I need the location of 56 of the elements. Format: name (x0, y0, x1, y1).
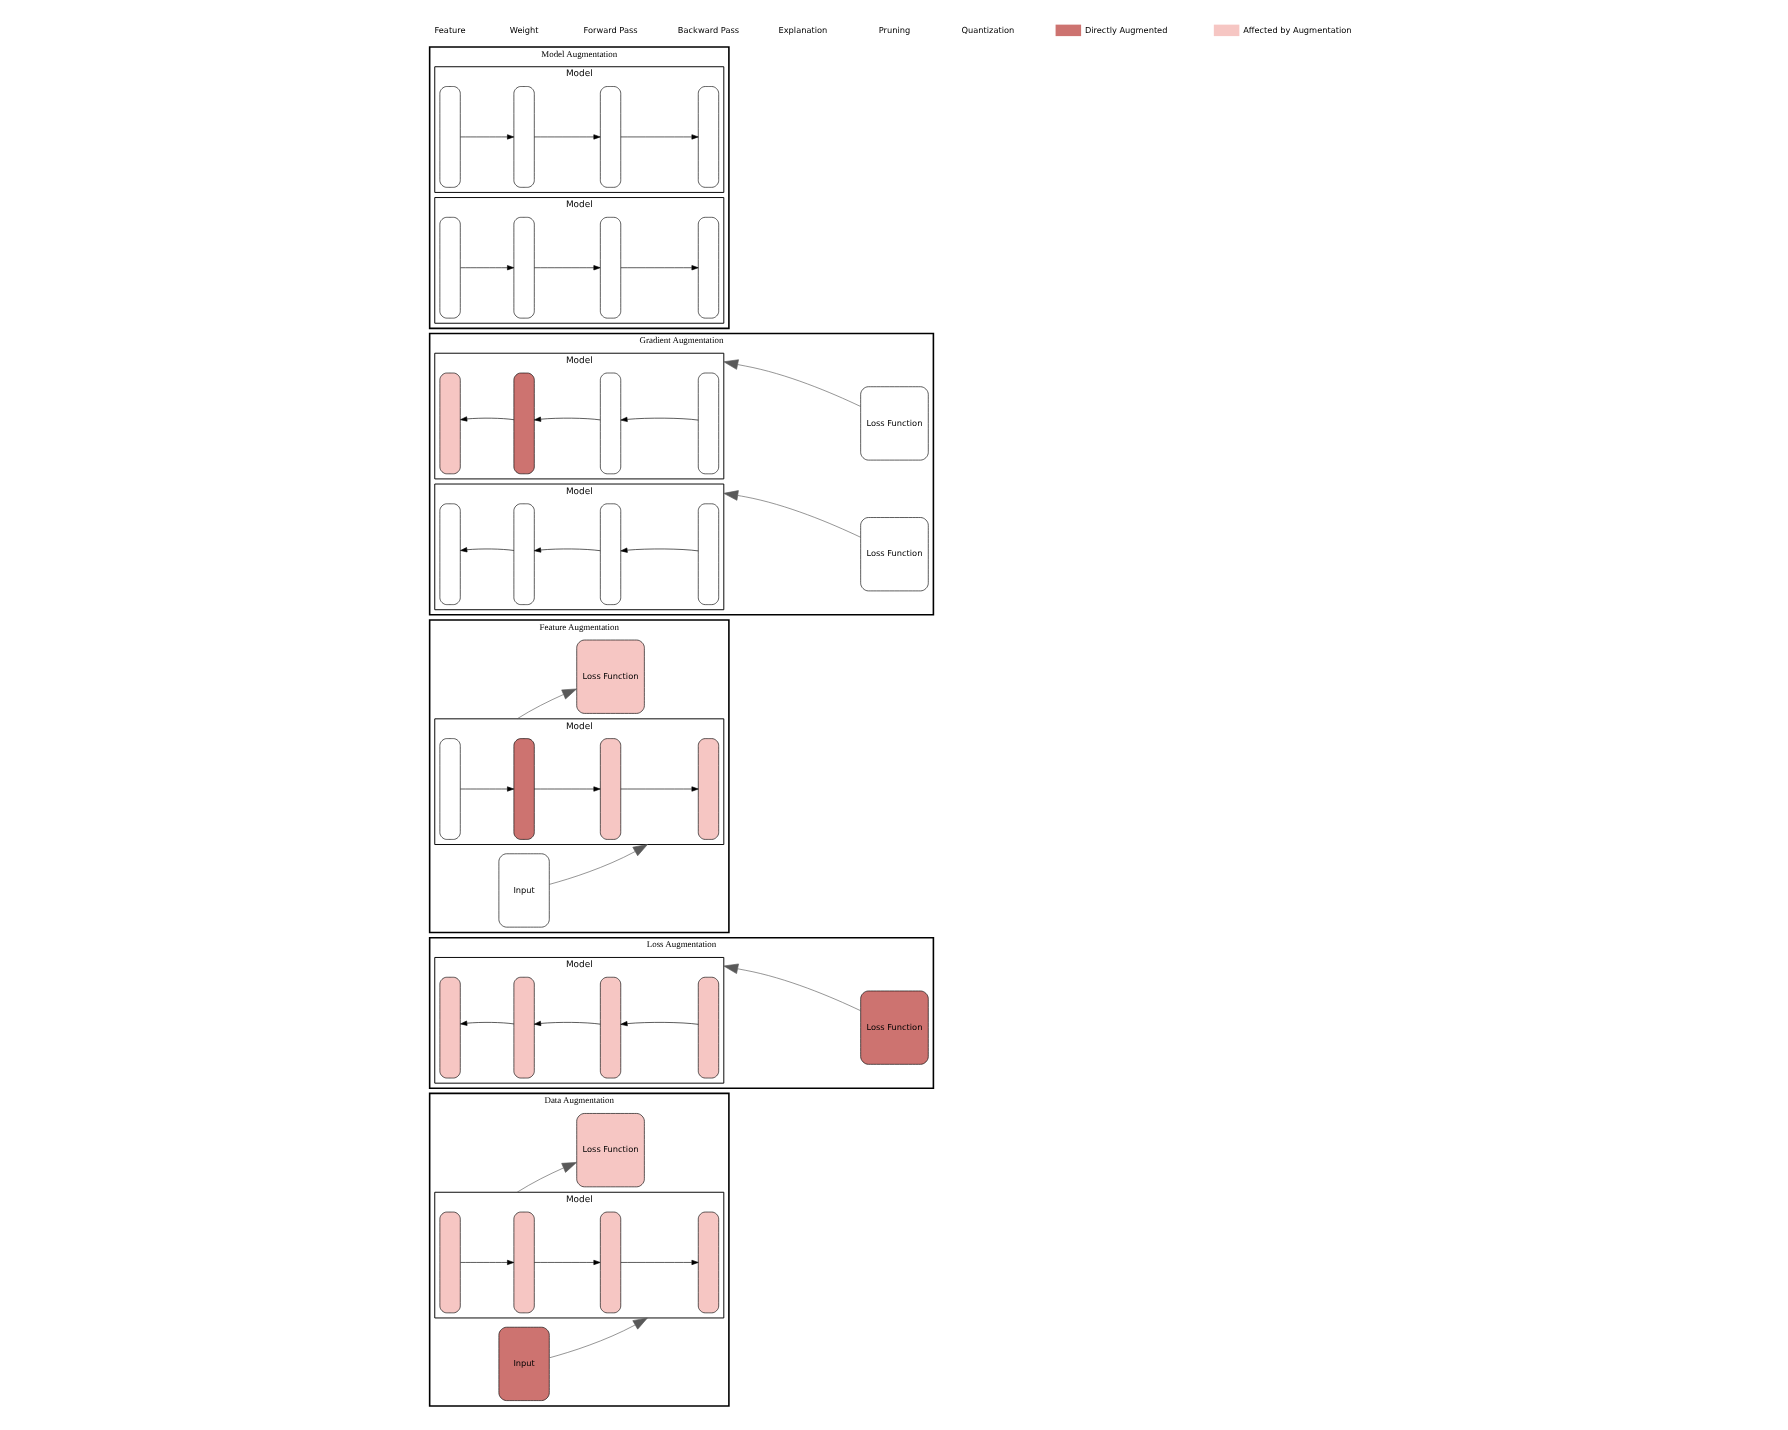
node-bar (697, 976, 719, 1079)
node-bar (600, 738, 622, 840)
node-bar (439, 976, 461, 1079)
node-bar (513, 976, 535, 1079)
node-bar (439, 372, 461, 475)
arrow (723, 490, 861, 538)
node-bar (439, 86, 461, 188)
arrow (534, 265, 601, 271)
arrow (620, 265, 699, 271)
node-bar (697, 217, 719, 319)
node-bar (600, 86, 622, 188)
node-bar (697, 1211, 719, 1314)
arrow (516, 688, 577, 720)
arrow (460, 547, 515, 553)
arrow (620, 786, 699, 792)
node-bar (513, 86, 535, 188)
node-bar (600, 976, 622, 1079)
arrow (620, 1259, 699, 1265)
arrow (620, 547, 699, 553)
node-bar (600, 1211, 622, 1314)
arrow (534, 416, 601, 422)
arrow (534, 1259, 601, 1265)
arrow (534, 1020, 601, 1026)
arrow (534, 134, 601, 140)
arrow (460, 265, 515, 271)
arrow (549, 1317, 648, 1359)
arrow (534, 547, 601, 553)
node-bar (600, 217, 622, 319)
node-bar (513, 738, 535, 840)
node-bar (600, 503, 622, 605)
node-bar (513, 1211, 535, 1314)
node-bar (439, 1211, 461, 1314)
node-bar (697, 372, 719, 475)
arrow (723, 359, 861, 407)
arrow (460, 416, 515, 422)
arrow (460, 134, 515, 140)
node-bar (439, 738, 461, 840)
arrow (723, 963, 861, 1012)
arrow (549, 844, 648, 885)
arrow (460, 1259, 515, 1265)
node-bar (439, 217, 461, 319)
node-bar (600, 372, 622, 475)
arrow (460, 786, 515, 792)
arrow (620, 1021, 699, 1027)
node-bar (697, 503, 719, 605)
arrow (516, 1162, 577, 1193)
arrow (620, 134, 699, 140)
node-bar (513, 503, 535, 605)
node-bar (513, 217, 535, 319)
node-bar (697, 738, 719, 840)
node-bar (439, 503, 461, 605)
arrow (460, 1020, 515, 1026)
arrow (534, 786, 601, 792)
node-bar (513, 372, 535, 475)
arrow (620, 416, 699, 422)
node-bar (697, 86, 719, 188)
